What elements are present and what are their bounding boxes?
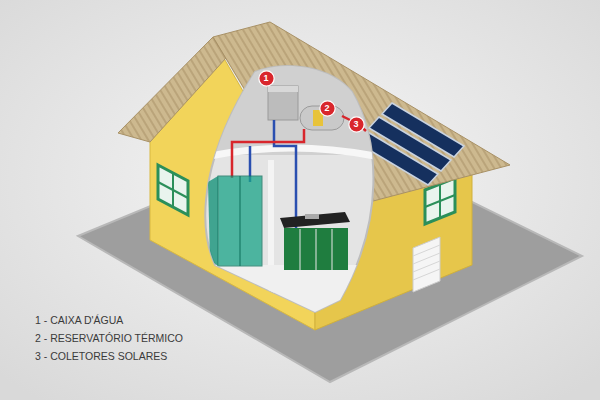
callout-circle [348,116,363,131]
callout-text: 2 [324,104,329,113]
roof-left [118,37,226,142]
attic [190,50,390,155]
interior [190,47,390,325]
shower-frame [240,176,241,266]
floor [190,265,390,325]
legend-text: 1 - CAIXA D'ÁGUA [35,314,123,327]
legend-text: 3 - COLETORES SOLARES [35,350,167,363]
door-slats [413,245,440,280]
callout-circle [258,70,273,85]
door [413,237,440,292]
callout-number: 3 [348,116,365,133]
callout-text: 1 [263,74,268,83]
window-bar [158,182,188,198]
callout-number: 2 [319,100,336,117]
callout-number: 1 [258,70,275,87]
shower-glass [208,176,218,266]
counter-top [280,212,350,228]
cabinet [284,228,348,270]
callout-text: 3 [353,120,358,129]
sink [305,214,319,219]
hot-water-pipe [232,129,304,178]
window-bar [425,195,455,207]
collector-pipe [342,116,366,131]
shower-glass [218,176,262,266]
roof-underside [200,47,380,95]
water-tank [268,86,298,120]
cabinet-doors [300,229,332,270]
callout-circle [319,100,334,115]
window [158,165,188,215]
ceiling [200,148,385,158]
legend-text: 2 - RESERVATÓRIO TÉRMICO [35,332,183,345]
water-tank-lid [268,86,298,92]
